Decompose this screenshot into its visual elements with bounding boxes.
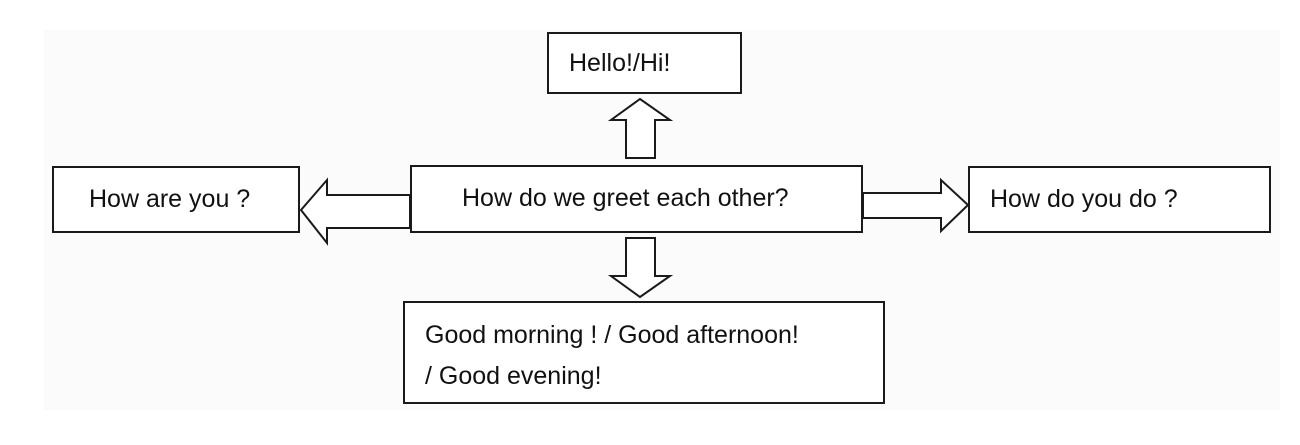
arrow-left (299, 177, 411, 246)
central-question-label: How do we greet each other? (462, 184, 789, 212)
arrow-up (607, 97, 674, 159)
arrow-right (862, 177, 970, 234)
greeting-label-how-do-you-do: How do you do ? (990, 185, 1178, 213)
greeting-label-how-are-you: How are you ? (89, 185, 251, 213)
arrow-down (607, 237, 674, 299)
greeting-box-how-do-you-do: How do you do ? (968, 166, 1271, 233)
greeting-label-time-of-day-line2: / Good evening! (425, 362, 602, 390)
greeting-label-hello: Hello!/Hi! (569, 49, 671, 77)
greeting-box-how-are-you: How are you ? (52, 166, 300, 233)
central-question-box: How do we greet each other? (410, 165, 863, 233)
greeting-box-time-of-day: Good morning ! / Good afternoon! / Good … (403, 301, 885, 404)
greeting-box-hello: Hello!/Hi! (547, 32, 742, 94)
greeting-label-time-of-day-line1: Good morning ! / Good afternoon! (425, 321, 799, 349)
